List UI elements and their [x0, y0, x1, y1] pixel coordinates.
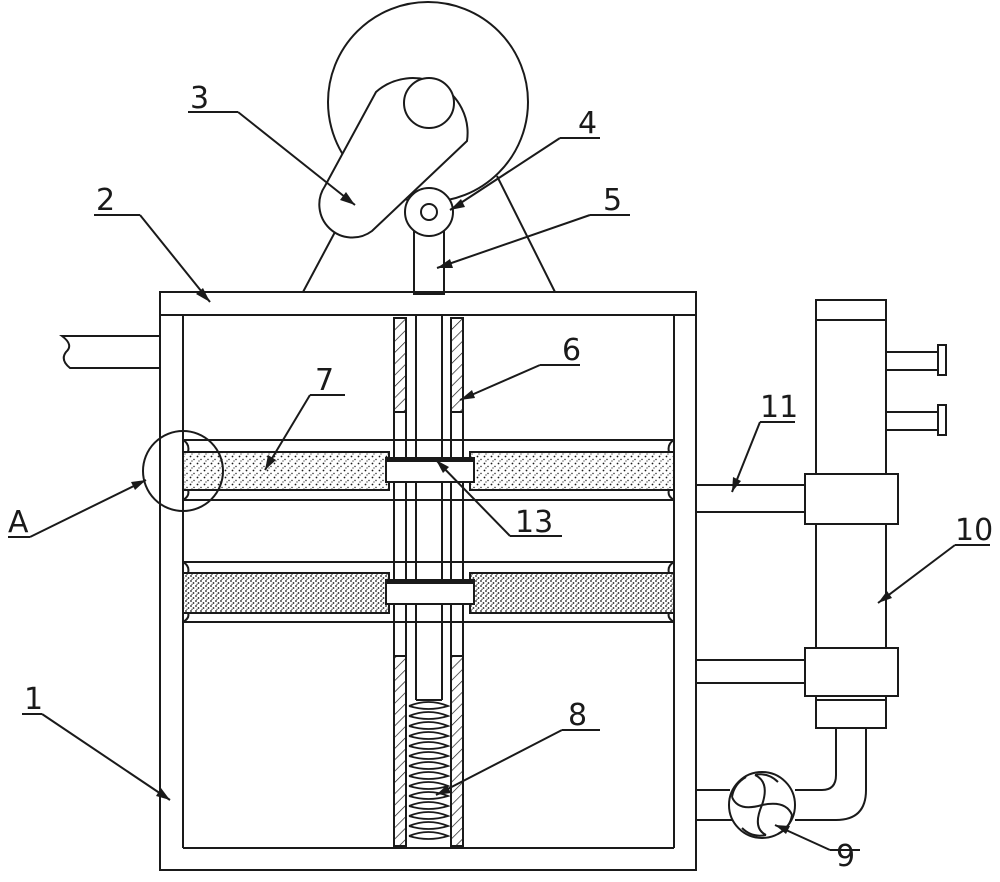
- motor-assembly: [302, 1, 556, 293]
- label-3: 3: [190, 81, 209, 116]
- label-4: 4: [578, 106, 597, 141]
- spring-coil: [408, 751, 451, 760]
- leader-lines: [8, 111, 990, 851]
- roller-axle: [420, 203, 438, 221]
- spring-coil: [408, 761, 451, 770]
- filter-layer-upper: [182, 439, 675, 501]
- label-1: 1: [24, 682, 43, 717]
- detail-circle-a: [142, 430, 224, 512]
- pump: [728, 771, 796, 839]
- spring-coil: [408, 701, 451, 710]
- spring-coil: [408, 831, 451, 840]
- inlet-pipe: [59, 335, 160, 369]
- label-2: 2: [96, 183, 115, 218]
- label-a: A: [8, 505, 29, 540]
- spring-coil: [408, 721, 451, 730]
- spring-coil: [408, 791, 451, 800]
- label-13: 13: [515, 505, 553, 540]
- spring-coil: [408, 741, 451, 750]
- outlet-pipes: [696, 484, 867, 821]
- spring-coil: [408, 781, 451, 790]
- spring: [408, 701, 451, 840]
- label-11: 11: [760, 390, 798, 425]
- cam-axle: [403, 77, 455, 129]
- spring-coil: [408, 731, 451, 740]
- separator-column: [804, 299, 947, 729]
- label-7: 7: [315, 363, 334, 398]
- label-10: 10: [955, 513, 993, 548]
- filter-layer-lower: [182, 561, 675, 623]
- label-8: 8: [568, 698, 587, 733]
- spring-coil: [408, 771, 451, 780]
- spring-coil: [408, 711, 451, 720]
- label-9: 9: [836, 839, 855, 874]
- center-guide: [393, 315, 464, 847]
- spring-coil: [408, 801, 451, 810]
- spring-coil: [408, 811, 451, 820]
- label-5: 5: [603, 183, 622, 218]
- spring-coil: [408, 821, 451, 830]
- label-6: 6: [562, 333, 581, 368]
